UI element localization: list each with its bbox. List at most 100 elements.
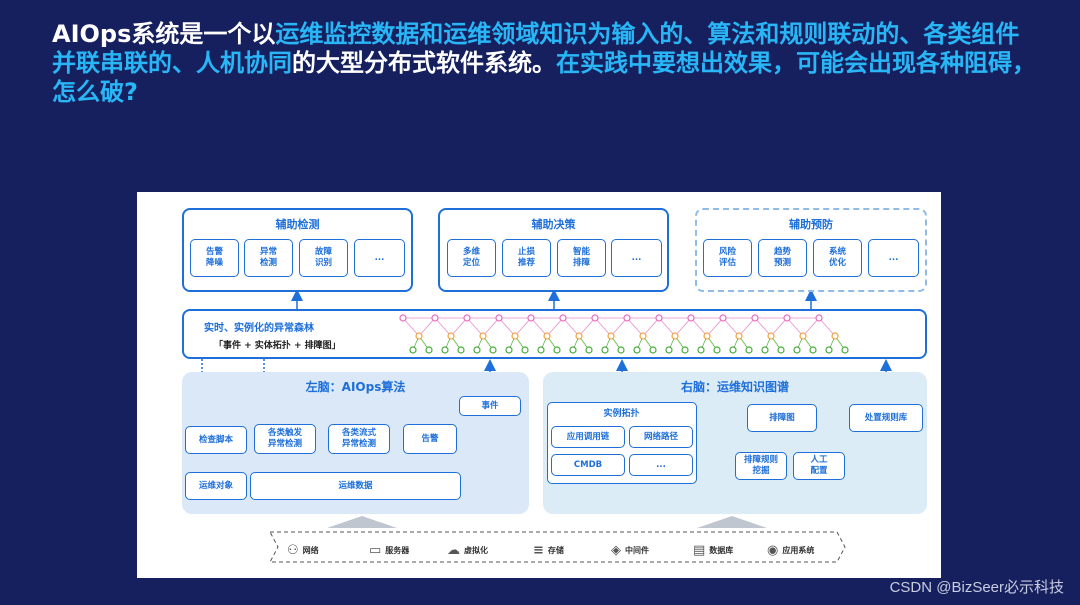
decide-item-3: ... — [611, 239, 662, 277]
forest-node — [665, 346, 673, 354]
forest-node — [601, 346, 609, 354]
forest-node — [815, 314, 823, 322]
check-script-box: 检查脚本 — [185, 426, 247, 454]
event-box: 事件 — [459, 396, 521, 416]
app-icon: ◉ — [767, 542, 779, 558]
forest-node — [633, 346, 641, 354]
troubleshoot-graph-box: 排障图 — [747, 404, 817, 432]
forest-node — [521, 346, 529, 354]
forest-node — [559, 314, 567, 322]
trigger-detection-box: 各类触发 异常检测 — [254, 424, 316, 454]
forest-node — [537, 346, 545, 354]
forest-node — [649, 346, 657, 354]
infra-network-label: 网络 — [302, 545, 319, 555]
detect-item-0: 告警 降噪 — [190, 239, 239, 277]
forest-node — [479, 332, 487, 340]
stream-detection-box: 各类流式 异常检测 — [328, 424, 390, 454]
forest-node — [745, 346, 753, 354]
forest-node — [569, 346, 577, 354]
forest-node — [457, 346, 465, 354]
forest-node — [841, 346, 849, 354]
forest-node — [687, 314, 695, 322]
forest-node — [783, 314, 791, 322]
infra-network: ⚇ 网络 — [287, 538, 319, 562]
title-highlight-2: 在实践中要想出效果，可能会出现各种阻碍，怎么破? — [52, 49, 1036, 106]
decide-item-0: 多维 定位 — [447, 239, 496, 277]
app-call-chain-box: 应用调用链 — [551, 426, 625, 448]
ops-object-box: 运维对象 — [185, 472, 247, 500]
infra-virtualization: ☁ 虚拟化 — [447, 538, 488, 562]
forest-node — [799, 332, 807, 340]
infra-application: ◉ 应用系统 — [767, 538, 814, 562]
manual-config-box: 人工 配置 — [793, 452, 845, 480]
infra-virtualization-label: 虚拟化 — [464, 545, 488, 555]
forest-node — [761, 346, 769, 354]
forest-node — [431, 314, 439, 322]
forest-node — [831, 332, 839, 340]
anomaly-forest-bar: 实时、实例化的异常森林 「事件 + 实体拓扑 + 排障图」 — [182, 309, 927, 359]
assist-decide-label: 辅助决策 — [531, 218, 576, 231]
decide-item-1: 止损 推荐 — [502, 239, 551, 277]
disposal-rules-box: 处置规则库 — [849, 404, 923, 432]
alert-box: 告警 — [403, 424, 457, 454]
topology-more-box: ... — [629, 454, 693, 476]
forest-node — [543, 332, 551, 340]
network-path-box: 网络路径 — [629, 426, 693, 448]
forest-node — [639, 332, 647, 340]
predict-item-3: ... — [868, 239, 919, 277]
watermark: CSDN @BizSeer必示科技 — [889, 579, 1064, 596]
forest-node — [463, 314, 471, 322]
forest-node — [607, 332, 615, 340]
forest-node — [553, 346, 561, 354]
infra-database: ▤ 数据库 — [693, 538, 733, 562]
forest-node — [697, 346, 705, 354]
forest-node — [671, 332, 679, 340]
infra-database-label: 数据库 — [709, 545, 734, 555]
forest-node — [777, 346, 785, 354]
forest-node — [655, 314, 663, 322]
infra-server-label: 服务器 — [385, 545, 410, 555]
forest-node — [713, 346, 721, 354]
database-icon: ▤ — [693, 542, 706, 558]
forest-title: 实时、实例化的异常森林 — [204, 323, 314, 334]
forest-node — [703, 332, 711, 340]
forest-node — [591, 314, 599, 322]
forest-node — [473, 346, 481, 354]
forest-node — [617, 346, 625, 354]
predict-item-2: 系统 优化 — [813, 239, 862, 277]
predict-item-1: 趋势 预测 — [758, 239, 807, 277]
forest-node — [585, 346, 593, 354]
assist-predict-label: 辅助预防 — [789, 218, 833, 231]
forest-node — [399, 314, 407, 322]
detect-item-2: 故障 识别 — [299, 239, 348, 277]
network-icon: ⚇ — [287, 542, 299, 558]
forest-node — [441, 346, 449, 354]
server-icon: ▭ — [369, 542, 382, 558]
forest-node — [825, 346, 833, 354]
storage-icon: ≡ — [533, 542, 544, 558]
middleware-icon: ◈ — [611, 542, 621, 558]
assist-detect-label: 辅助检测 — [275, 218, 320, 231]
forest-node — [575, 332, 583, 340]
infra-middleware-label: 中间件 — [625, 545, 649, 555]
right-brain-label: 右脑：运维知识图谱 — [680, 380, 789, 394]
forest-node — [735, 332, 743, 340]
ops-data-box: 运维数据 — [250, 472, 461, 500]
title-highlight-1: 运维监控数据和运维领域知识为输入的、算法和规则联动的、各类组件并联串联的、人机协… — [52, 20, 1020, 77]
infra-storage-label: 存储 — [547, 545, 564, 555]
detect-item-3: ... — [354, 239, 405, 277]
title-part-2: 的大型分布式软件系统。 — [292, 49, 556, 77]
forest-node — [719, 314, 727, 322]
forest-node — [751, 314, 759, 322]
left-brain-label: 左脑：AIOps算法 — [305, 380, 406, 394]
infra-server: ▭ 服务器 — [369, 538, 409, 562]
forest-node — [681, 346, 689, 354]
forest-node — [489, 346, 497, 354]
cloud-icon: ☁ — [447, 542, 460, 558]
decide-item-2: 智能 排障 — [557, 239, 606, 277]
rule-mining-box: 排障规则 挖掘 — [735, 452, 787, 480]
forest-node — [793, 346, 801, 354]
infra-storage: ≡ 存储 — [533, 538, 564, 562]
forest-node — [623, 314, 631, 322]
forest-node — [425, 346, 433, 354]
